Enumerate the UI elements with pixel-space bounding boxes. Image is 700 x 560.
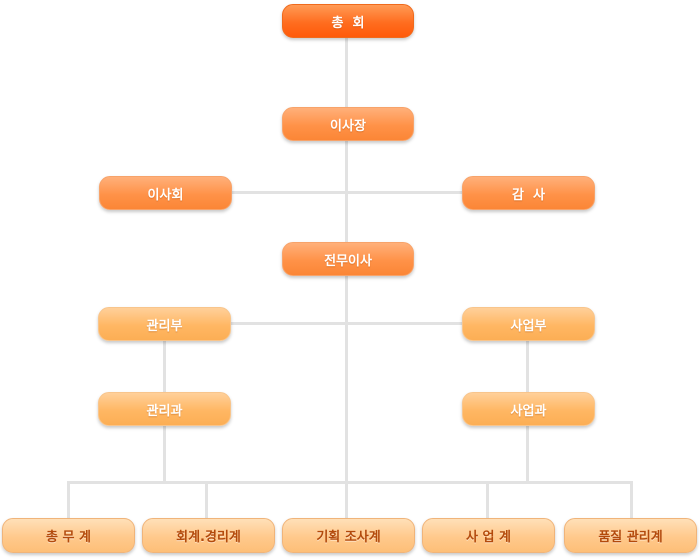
connector-team-bus bbox=[67, 481, 633, 484]
node-team-accounting: 회계.경리계 bbox=[142, 518, 275, 553]
node-management-section: 관리과 bbox=[98, 392, 231, 426]
node-management-dept: 관리부 bbox=[98, 307, 231, 341]
node-board: 이사회 bbox=[99, 176, 232, 210]
node-team-business: 사 업 계 bbox=[422, 518, 555, 553]
node-team-general-affairs: 총 무 계 bbox=[2, 518, 135, 553]
node-general-assembly: 총 회 bbox=[282, 4, 414, 38]
connector-board-auditor bbox=[232, 191, 462, 194]
connector-team-quality bbox=[630, 481, 633, 518]
connector-team-accounting bbox=[205, 481, 208, 518]
node-business-dept: 사업부 bbox=[462, 307, 595, 341]
node-business-section: 사업과 bbox=[462, 392, 595, 426]
connector-depts bbox=[231, 322, 462, 325]
connector-team-general bbox=[67, 481, 70, 518]
node-auditor: 감 사 bbox=[462, 176, 595, 210]
connector-trunk bbox=[345, 36, 348, 518]
connector-team-business bbox=[486, 481, 489, 518]
node-chairman: 이사장 bbox=[282, 107, 414, 141]
node-managing-director: 전무이사 bbox=[282, 242, 414, 276]
node-team-quality: 품질 관리계 bbox=[564, 518, 697, 553]
node-team-planning: 기획 조사계 bbox=[282, 518, 415, 553]
